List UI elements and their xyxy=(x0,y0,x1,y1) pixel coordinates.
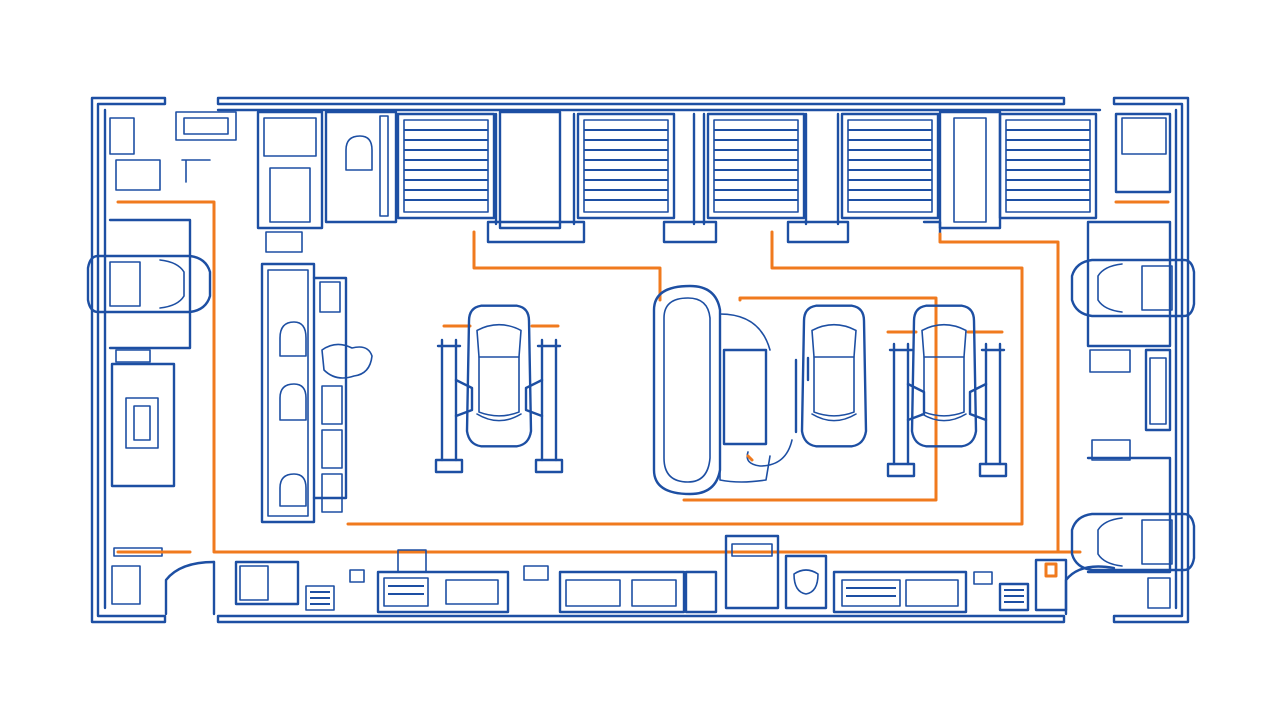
bottom-vents xyxy=(310,585,1024,605)
garage-door-icon xyxy=(396,112,1098,220)
outer-walls xyxy=(90,96,1190,624)
vehicle-lift-icon xyxy=(434,338,1008,478)
workbench-icon xyxy=(260,231,373,524)
cabinet-icon xyxy=(234,534,1068,614)
routing-lines xyxy=(116,200,1170,578)
left-rooms xyxy=(108,111,237,605)
top-service-bays xyxy=(256,110,1002,244)
inspection-station xyxy=(652,284,793,496)
door-frames xyxy=(494,112,840,226)
right-rooms xyxy=(1086,112,1172,609)
